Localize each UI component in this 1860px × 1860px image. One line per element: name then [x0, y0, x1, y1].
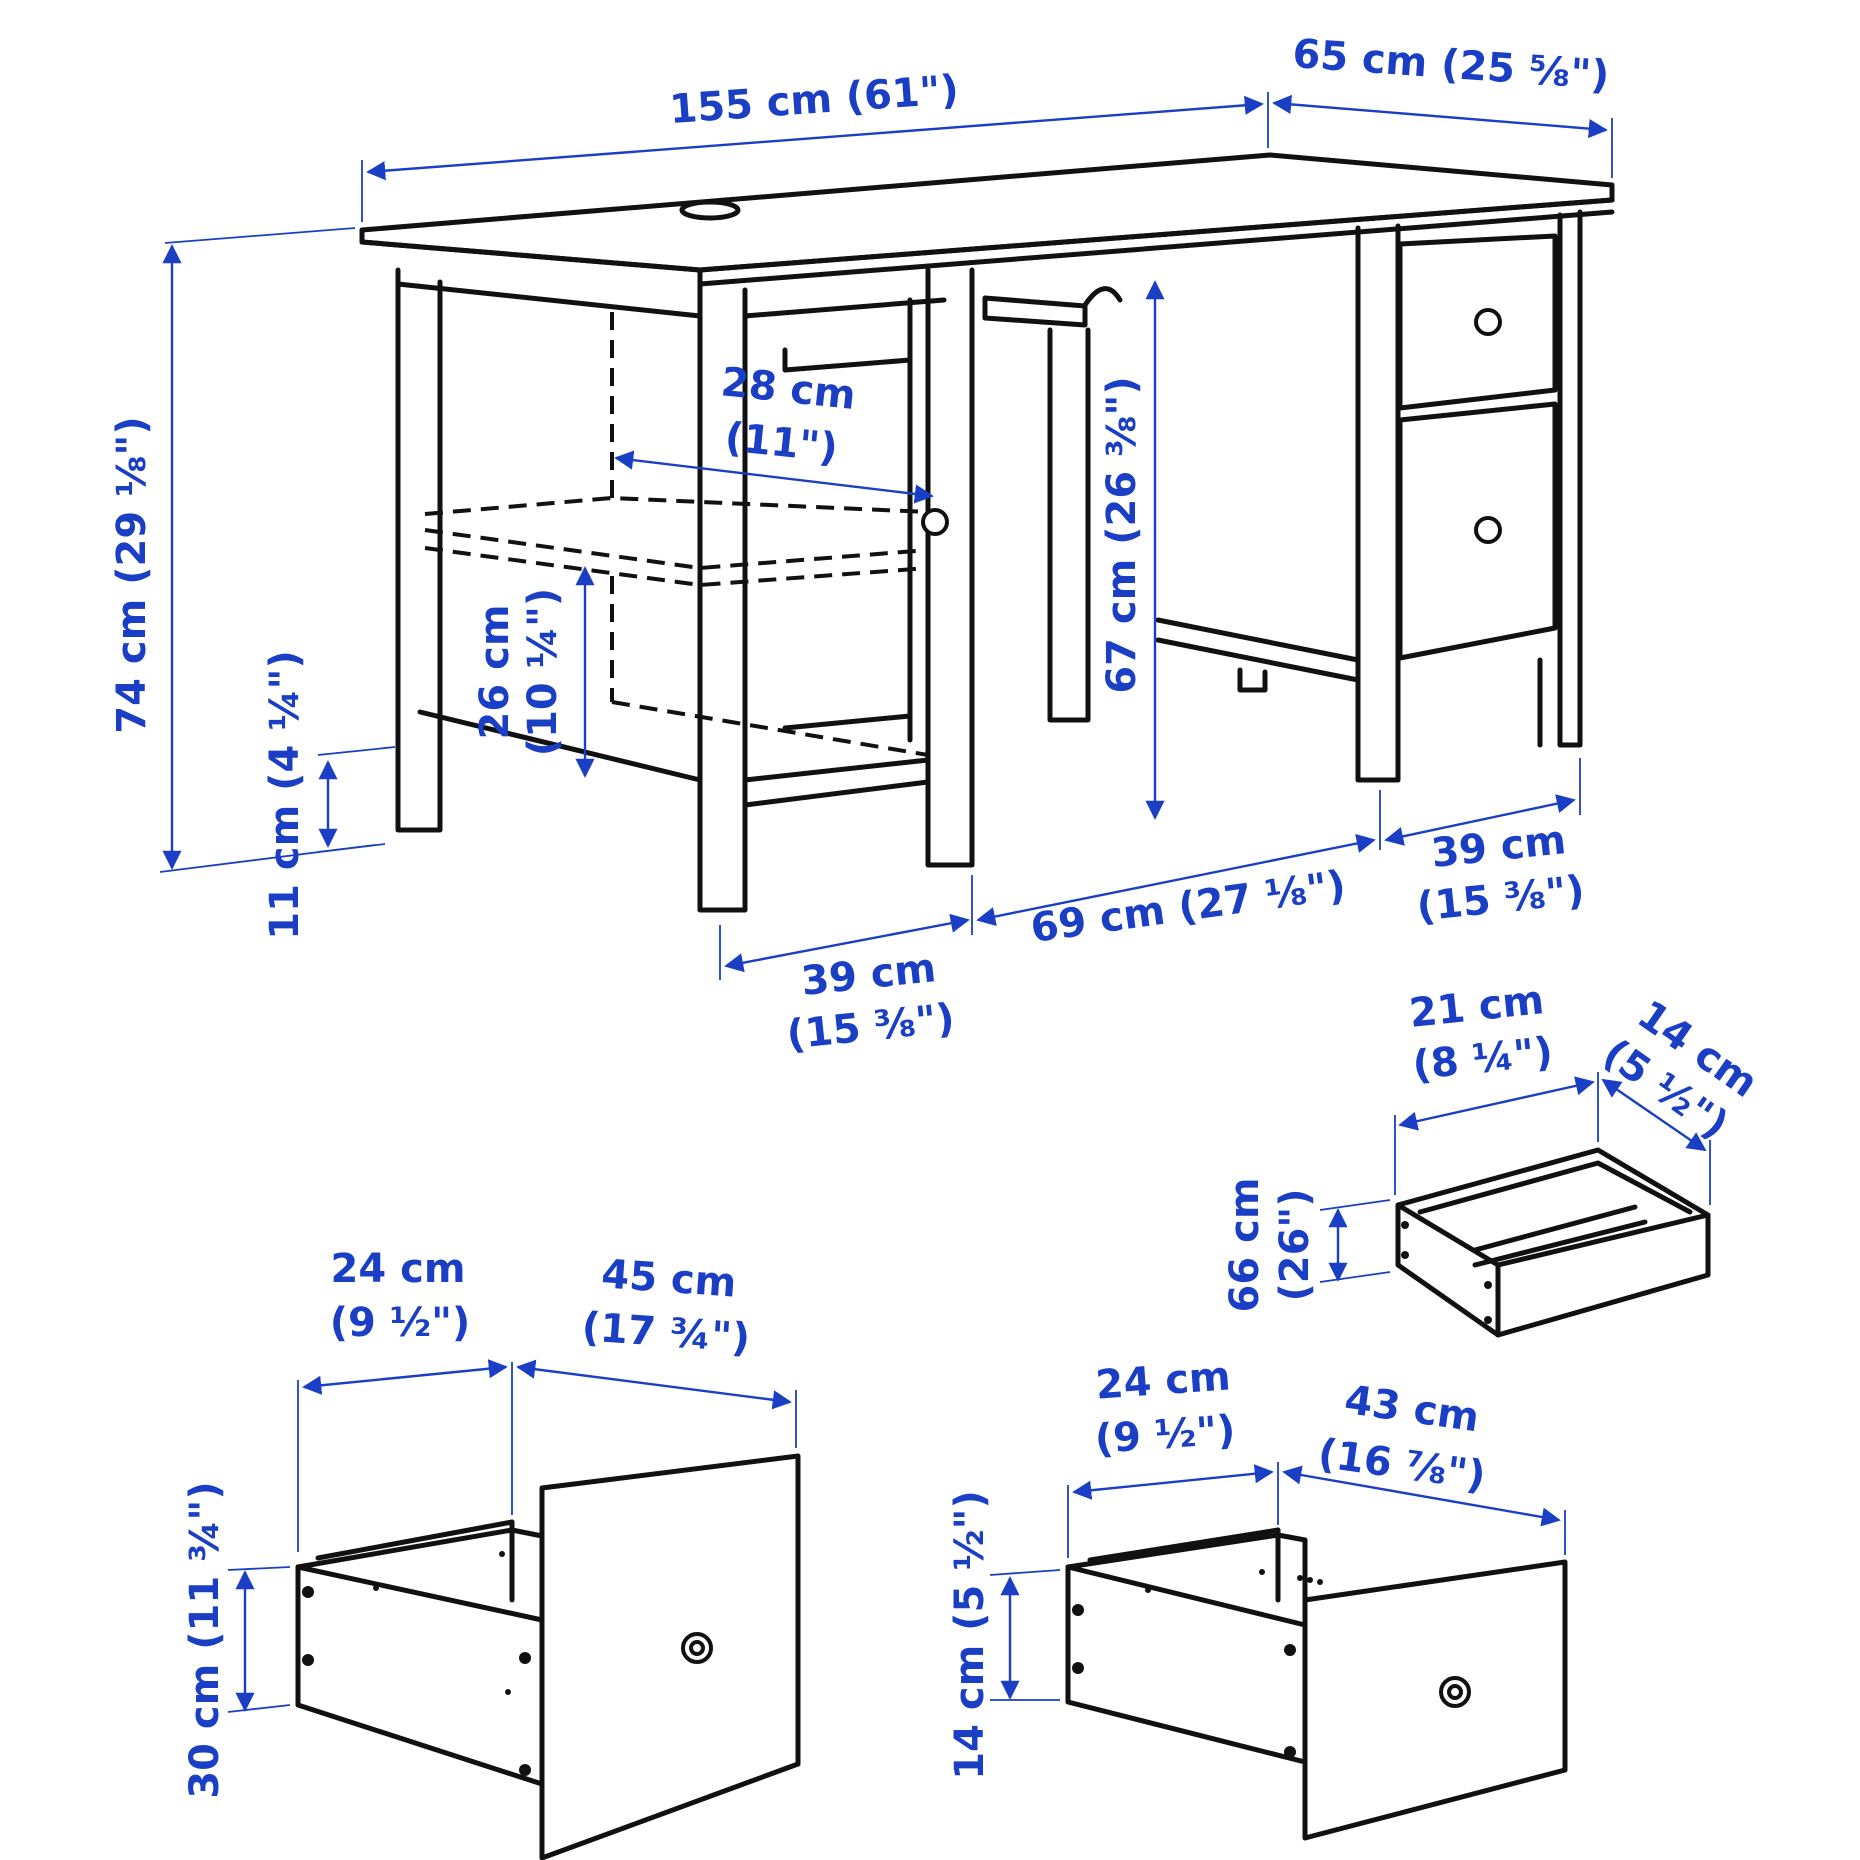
desk-drawing: [359, 152, 1615, 913]
shelf-gap-cm-label: 26 cm: [472, 605, 518, 740]
medium-drawer-width-cm-label: 24 cm: [1094, 1353, 1232, 1408]
floor-clearance-label: 11 cm (4 ¼"): [262, 650, 308, 939]
small-drawer-drawing: [1395, 1147, 1711, 1338]
shelf-depth-in-label: (11"): [723, 414, 840, 472]
large-drawer-depth-cm-label: 45 cm: [600, 1251, 738, 1306]
right-unit-in-label: (15 ⅜"): [1414, 867, 1586, 930]
small-drawer-width-in-label: (8 ¼"): [1410, 1029, 1555, 1089]
hidden-shelf-lines: [424, 312, 929, 757]
large-drawer-depth-in-label: (17 ¾"): [580, 1304, 751, 1362]
left-unit-cm-label: 39 cm: [799, 945, 938, 1005]
large-drawer-dimension-lines: [227, 1359, 797, 1713]
large-drawer-drawing: [295, 1453, 801, 1860]
desk-height-label: 74 cm (29 ⅛"): [109, 416, 155, 733]
small-drawer-dimension-lines: [1319, 1072, 1711, 1283]
large-drawer-dimension-labels: 24 cm (9 ½") 45 cm (17 ¾") 30 cm (11 ¾"): [182, 1246, 752, 1799]
large-drawer-height-label: 30 cm (11 ¾"): [182, 1481, 228, 1798]
medium-drawer-width-in-label: (9 ½"): [1093, 1407, 1236, 1463]
underdesk-height-label: 67 cm (26 ⅜"): [1099, 376, 1145, 693]
shelf-gap-in-label: (10 ¼"): [520, 588, 566, 756]
shelf-knob-icon: [921, 508, 949, 536]
medium-drawer-depth-in-label: (16 ⅞"): [1315, 1431, 1488, 1500]
drawer-knob-icon: [1474, 308, 1502, 336]
large-drawer-width-in-label: (9 ½"): [330, 1300, 471, 1346]
medium-drawer-drawing: [1065, 1527, 1568, 1841]
large-drawer-width-cm-label: 24 cm: [331, 1246, 466, 1292]
knee-space-label: 69 cm (27 ⅛"): [1028, 862, 1349, 952]
left-unit-in-label: (15 ⅜"): [784, 995, 956, 1058]
medium-drawer-depth-cm-label: 43 cm: [1342, 1377, 1482, 1441]
small-drawer-height-cm-label: 66 cm: [1222, 1178, 1268, 1313]
medium-drawer-dimension-lines: [989, 1462, 1566, 1701]
desk-depth-label: 65 cm (25 ⅝"): [1291, 31, 1611, 99]
medium-drawer-height-label: 14 cm (5 ½"): [947, 1490, 993, 1779]
small-drawer-width-cm-label: 21 cm: [1407, 977, 1546, 1037]
drawer-knob-icon: [1474, 516, 1502, 544]
desk-width-label: 155 cm (61"): [668, 67, 960, 133]
small-drawer-height-in-label: (26"): [1272, 1188, 1318, 1301]
desk-dimension-lines: [159, 92, 1613, 980]
